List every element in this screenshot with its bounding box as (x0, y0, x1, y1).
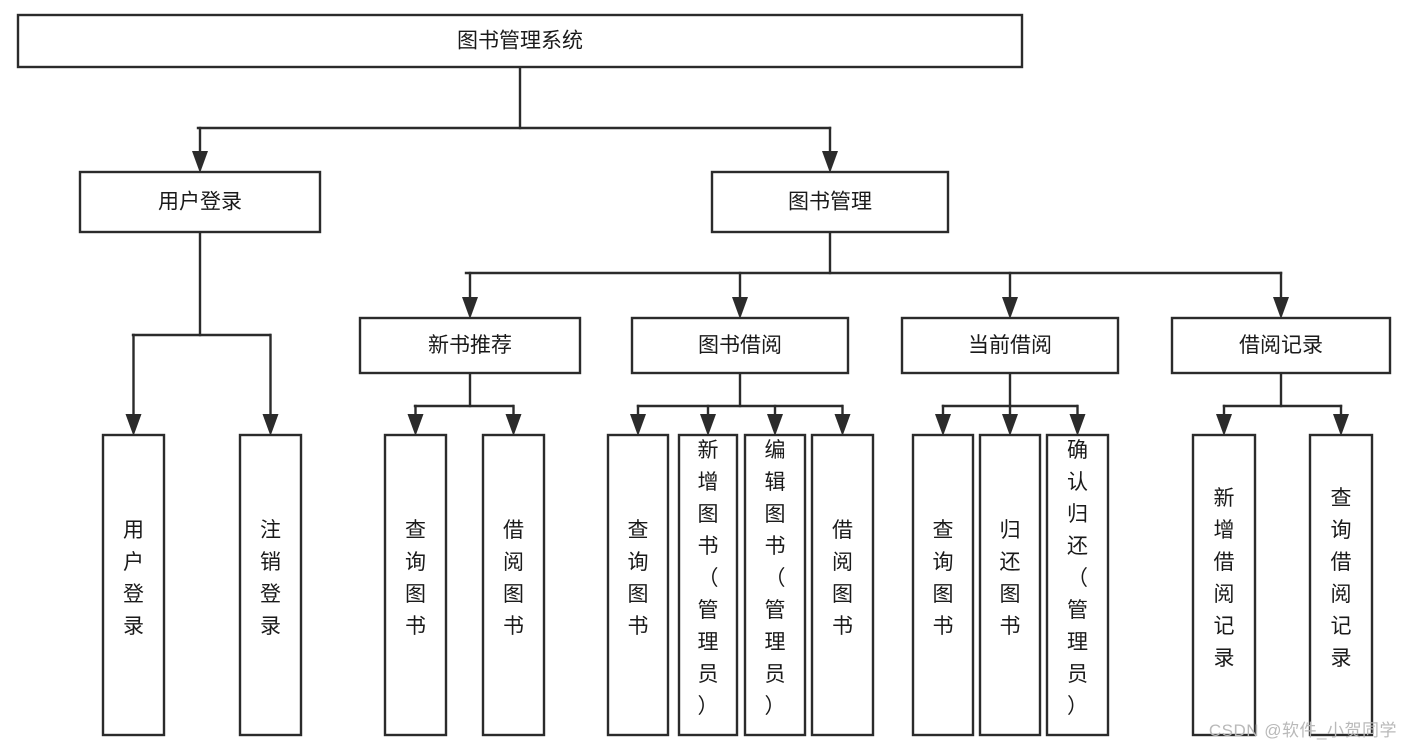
node-leaf-borrow-borrow-book[interactable]: 借阅图书 (810, 433, 875, 737)
node-leaf-rec-borrow-book-label: 借阅图书 (503, 519, 524, 638)
node-user-login-box[interactable] (78, 170, 322, 234)
node-leaf-user-login-label: 用户登录 (123, 519, 144, 638)
node-root-box[interactable] (16, 13, 1024, 69)
node-borrow-record-box[interactable] (1170, 316, 1392, 375)
connector-bar-user-login (131, 230, 272, 337)
node-leaf-rec-query-book-box[interactable] (383, 433, 448, 737)
node-leaf-record-add[interactable]: 新增借阅记录 (1191, 433, 1257, 737)
node-new-book-recommend-box[interactable] (358, 316, 582, 375)
edge-book-manage-to-current-borrow (1002, 271, 1018, 319)
node-root-label: 图书管理系统 (457, 30, 583, 53)
edge-book-manage-to-new-book-recommend (462, 271, 478, 319)
nodes-layer: 图书管理系统用户登录图书管理新书推荐图书借阅当前借阅借阅记录用户登录注销登录查询… (16, 13, 1392, 737)
edge-borrow-record-to-leaf-record-add (1216, 404, 1232, 436)
node-leaf-borrow-borrow-book-box[interactable] (810, 433, 875, 737)
node-leaf-user-login[interactable]: 用户登录 (101, 433, 166, 737)
node-leaf-borrow-edit-book-box[interactable] (743, 433, 807, 737)
edge-book-borrow-to-leaf-borrow-query-book (630, 404, 646, 436)
edge-book-borrow-to-leaf-borrow-borrow-book (834, 404, 851, 436)
edge-current-borrow-to-leaf-current-return-book (1002, 404, 1018, 436)
node-leaf-borrow-edit-book[interactable]: 编辑图书（管理员） (743, 433, 807, 737)
edge-book-manage-to-book-borrow (732, 271, 748, 319)
edge-book-borrow-to-leaf-borrow-add-book (700, 404, 716, 436)
edge-current-borrow-to-leaf-current-query-book (935, 404, 951, 436)
node-new-book-recommend-label: 新书推荐 (428, 334, 512, 357)
connector-bar-current-borrow (941, 371, 1079, 408)
node-leaf-current-return-book[interactable]: 归还图书 (978, 433, 1042, 737)
node-leaf-current-query-book-label: 查询图书 (933, 519, 954, 638)
edge-book-manage-to-borrow-record (1273, 271, 1289, 319)
node-leaf-user-login-box[interactable] (101, 433, 166, 737)
edge-root-to-book-manage (822, 126, 838, 173)
node-leaf-record-add-box[interactable] (1191, 433, 1257, 737)
edge-borrow-record-to-leaf-record-query (1333, 404, 1349, 436)
node-leaf-user-logout-box[interactable] (238, 433, 303, 737)
node-borrow-record-label: 借阅记录 (1239, 334, 1323, 357)
edges-layer (125, 65, 1349, 436)
node-current-borrow[interactable]: 当前借阅 (900, 316, 1120, 375)
node-borrow-record[interactable]: 借阅记录 (1170, 316, 1392, 375)
connector-bar-root (196, 65, 832, 130)
node-leaf-borrow-query-book-box[interactable] (606, 433, 670, 737)
node-leaf-borrow-borrow-book-label: 借阅图书 (832, 519, 853, 638)
node-new-book-recommend[interactable]: 新书推荐 (358, 316, 582, 375)
node-leaf-borrow-edit-book-label: 编辑图书（管理员） (765, 439, 786, 718)
node-leaf-rec-borrow-book[interactable]: 借阅图书 (481, 433, 546, 737)
edge-new-book-recommend-to-leaf-rec-query-book (407, 404, 424, 436)
node-user-login[interactable]: 用户登录 (78, 170, 322, 234)
node-leaf-record-add-label: 新增借阅记录 (1214, 487, 1235, 670)
node-book-borrow-label: 图书借阅 (698, 334, 782, 357)
node-book-borrow-box[interactable] (630, 316, 850, 375)
node-leaf-borrow-add-book-label: 新增图书（管理员） (698, 439, 719, 718)
node-root[interactable]: 图书管理系统 (16, 13, 1024, 69)
node-leaf-current-query-book-box[interactable] (911, 433, 975, 737)
node-leaf-current-query-book[interactable]: 查询图书 (911, 433, 975, 737)
node-leaf-record-query-label: 查询借阅记录 (1331, 487, 1352, 670)
node-leaf-record-query-box[interactable] (1308, 433, 1374, 737)
node-book-manage-box[interactable] (710, 170, 950, 234)
node-leaf-borrow-add-book-box[interactable] (677, 433, 739, 737)
node-leaf-borrow-query-book-label: 查询图书 (628, 519, 649, 638)
connector-bar-book-manage (464, 230, 1283, 275)
watermark-label: CSDN @软件_小贺同学 (1208, 721, 1397, 740)
connector-bar-book-borrow (636, 371, 844, 408)
node-user-login-label: 用户登录 (158, 191, 242, 214)
edge-current-borrow-to-leaf-current-confirm-return (1069, 404, 1086, 436)
node-leaf-rec-query-book[interactable]: 查询图书 (383, 433, 448, 737)
node-leaf-current-confirm-return[interactable]: 确认归还（管理员） (1045, 433, 1110, 737)
node-current-borrow-box[interactable] (900, 316, 1120, 375)
connector-bar-new-book-recommend (413, 371, 515, 408)
node-leaf-borrow-query-book[interactable]: 查询图书 (606, 433, 670, 737)
node-leaf-current-confirm-return-label: 确认归还（管理员） (1067, 439, 1088, 718)
node-leaf-current-confirm-return-box[interactable] (1045, 433, 1110, 737)
node-leaf-current-return-book-label: 归还图书 (1000, 519, 1021, 638)
node-leaf-record-query[interactable]: 查询借阅记录 (1308, 433, 1374, 737)
node-leaf-current-return-book-box[interactable] (978, 433, 1042, 737)
node-leaf-rec-borrow-book-box[interactable] (481, 433, 546, 737)
edge-new-book-recommend-to-leaf-rec-borrow-book (505, 404, 522, 436)
node-book-borrow[interactable]: 图书借阅 (630, 316, 850, 375)
connector-bar-borrow-record (1222, 371, 1343, 408)
node-leaf-borrow-add-book[interactable]: 新增图书（管理员） (677, 433, 739, 737)
node-leaf-user-logout[interactable]: 注销登录 (238, 433, 303, 737)
node-leaf-user-logout-label: 注销登录 (260, 519, 281, 638)
edge-user-login-to-leaf-user-logout (262, 333, 279, 436)
edge-user-login-to-leaf-user-login (125, 333, 142, 436)
node-leaf-rec-query-book-label: 查询图书 (405, 519, 426, 638)
node-current-borrow-label: 当前借阅 (968, 334, 1052, 357)
edge-book-borrow-to-leaf-borrow-edit-book (767, 404, 783, 436)
edge-root-to-user-login (192, 126, 208, 173)
node-book-manage[interactable]: 图书管理 (710, 170, 950, 234)
node-book-manage-label: 图书管理 (788, 191, 872, 214)
